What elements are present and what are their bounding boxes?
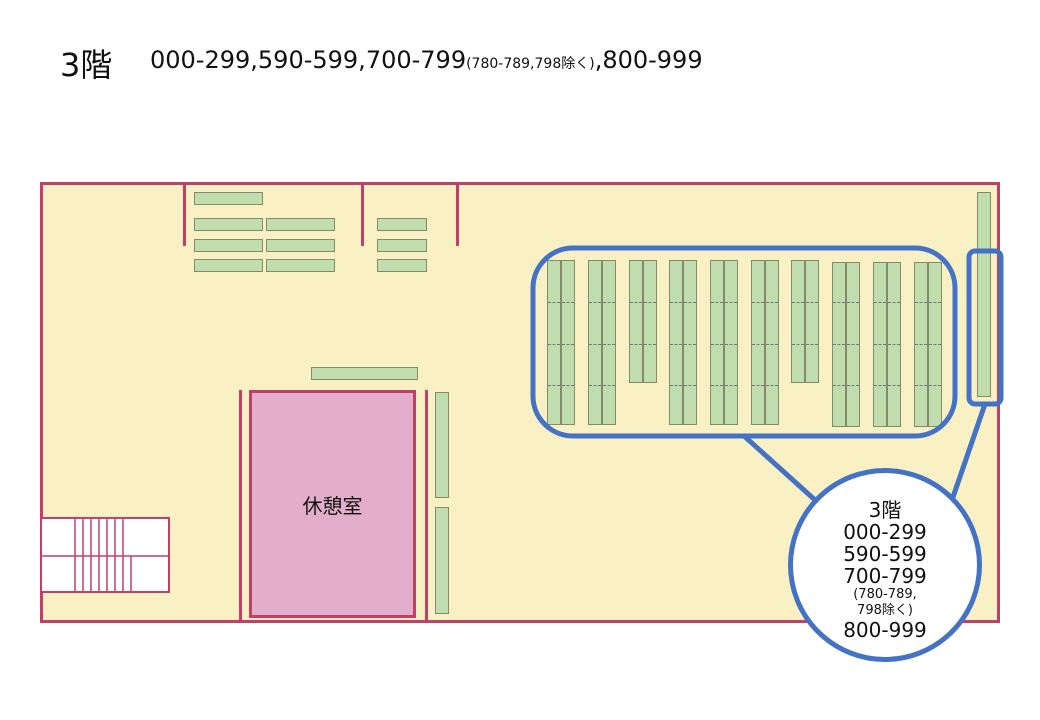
shelf	[194, 192, 263, 205]
callout-range: 700-799	[843, 564, 927, 588]
wall	[425, 390, 428, 623]
highlight-wall-shelf	[966, 248, 1004, 407]
stack-shelf	[805, 260, 819, 383]
shelf	[377, 218, 427, 231]
stack-shelf	[547, 260, 561, 425]
wall	[456, 182, 459, 246]
ranges-tail: ,800-999	[594, 46, 703, 74]
stack-shelf	[561, 260, 575, 425]
shelf	[194, 259, 263, 272]
shelf	[194, 239, 263, 252]
wall	[361, 182, 364, 246]
shelf	[266, 239, 335, 252]
wall	[239, 390, 242, 623]
stack-shelf	[928, 262, 942, 427]
shelf	[377, 259, 427, 272]
stack-shelf	[669, 260, 683, 425]
wall	[183, 182, 186, 246]
stack-shelf	[873, 262, 887, 427]
callout-pointer	[949, 403, 988, 501]
stack-shelf	[629, 260, 643, 383]
floor-ranges: 000-299,590-599,700-799(780-789,798除く),8…	[150, 46, 703, 74]
shelf	[977, 192, 991, 397]
callout-range: 800-999	[843, 618, 927, 642]
stack-shelf	[751, 260, 765, 425]
callout-floor: 3階	[868, 498, 902, 522]
lounge-room: 休憩室	[249, 390, 416, 618]
stack-shelf	[683, 260, 697, 425]
callout-note: (780-789,	[853, 587, 917, 602]
shelf	[377, 239, 427, 252]
shelf	[266, 259, 335, 272]
callout-range: 590-599	[843, 542, 927, 566]
stack-shelf	[765, 260, 779, 425]
stack-shelf	[887, 262, 901, 427]
stack-shelf	[710, 260, 724, 425]
callout-range: 000-299	[843, 520, 927, 544]
stairs	[40, 517, 170, 593]
stack-shelf	[914, 262, 928, 427]
ranges-main: 000-299,590-599,700-799	[150, 46, 467, 74]
shelf	[266, 218, 335, 231]
stack-shelf	[602, 260, 616, 425]
ranges-note: (780-789,798除く)	[466, 56, 595, 72]
highlight-main-stacks	[530, 245, 958, 439]
stack-shelf	[791, 260, 805, 383]
shelf	[435, 507, 449, 614]
stack-shelf	[588, 260, 602, 425]
shelf	[435, 392, 449, 498]
stack-shelf	[846, 262, 860, 427]
callout-note: 798除く)	[857, 603, 913, 618]
lounge-label: 休憩室	[302, 493, 363, 518]
shelf	[311, 367, 418, 380]
floor-callout: 3階 000-299 590-599 700-799 (780-789, 798…	[788, 468, 982, 662]
floor-title: 3階	[60, 46, 113, 84]
stack-shelf	[724, 260, 738, 425]
stack-shelf	[832, 262, 846, 427]
shelf	[194, 218, 263, 231]
stack-shelf	[643, 260, 657, 383]
callout-pointer	[741, 433, 817, 502]
